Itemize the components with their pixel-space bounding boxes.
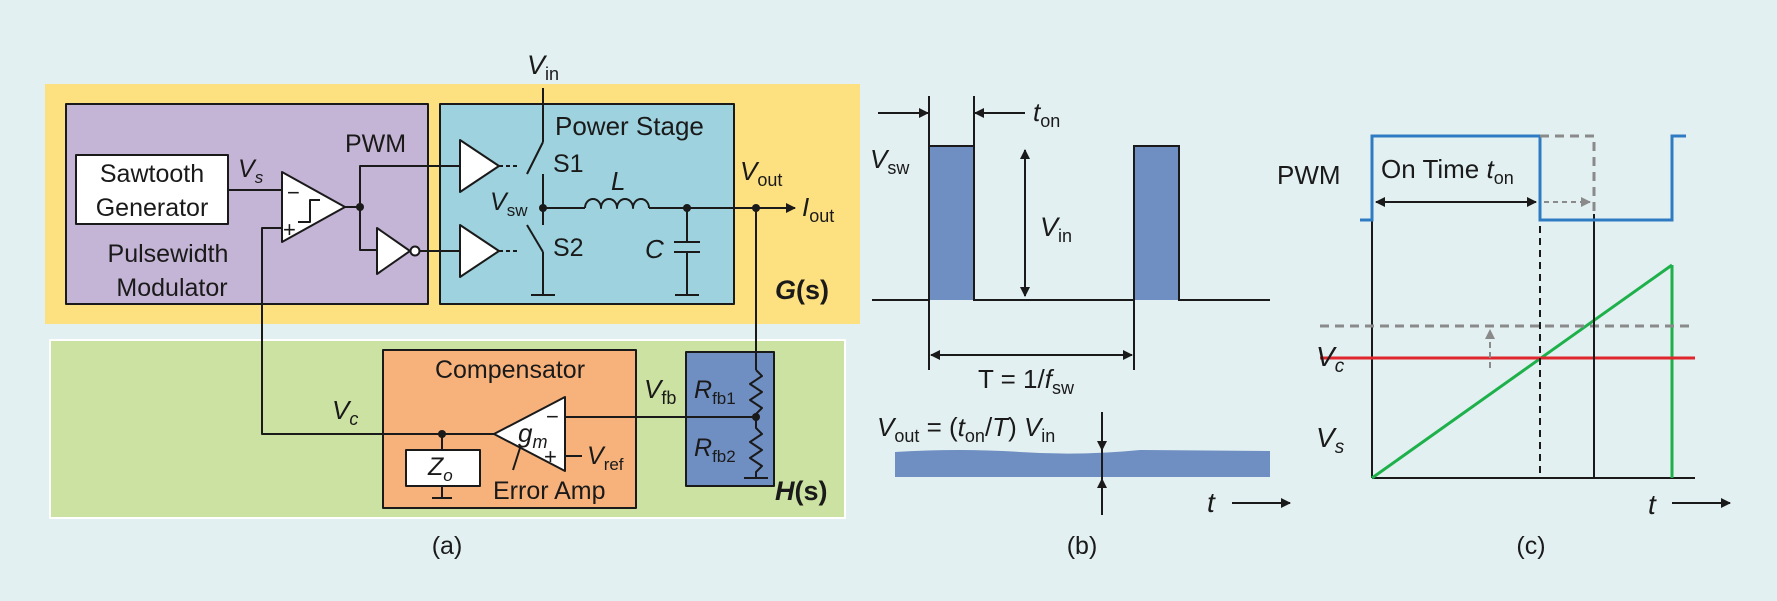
rfb2-label: Rfb2 — [694, 434, 736, 466]
on-time-label: On Time ton — [1381, 154, 1514, 188]
pwm-label: PWM — [345, 130, 406, 158]
error-amp-label: Error Amp — [493, 477, 606, 505]
zo-label: Zo — [427, 453, 453, 485]
caption-b: (b) — [1067, 532, 1098, 560]
vsw-waveform — [872, 145, 1270, 301]
error-amp — [493, 396, 566, 472]
t-axis-label-b: t — [1207, 487, 1216, 518]
compensator-title: Compensator — [435, 356, 585, 384]
ton-label-b: ton — [1033, 97, 1060, 131]
pwm-label-c: PWM — [1277, 160, 1341, 190]
vsw-label-a: Vsw — [490, 188, 528, 220]
s1-label: S1 — [553, 150, 584, 178]
comparator-plus: + — [283, 217, 296, 242]
vs-ramp — [1371, 263, 1673, 480]
modulator-title-line1: Pulsewidth — [108, 240, 229, 268]
rfb1-label: Rfb1 — [694, 376, 736, 408]
driver-lower — [459, 224, 500, 278]
vc-label-a: Vc — [332, 395, 358, 429]
vsw-pulse-1 — [929, 146, 974, 300]
vc-label-c: Vc — [1316, 341, 1345, 377]
panel-a: Sawtooth Generator Pulsewidth Modulator … — [45, 50, 860, 560]
vin-label-b: Vin — [1040, 212, 1072, 246]
inductor — [584, 198, 650, 209]
inverter — [376, 227, 411, 275]
driver-upper — [459, 139, 500, 193]
power-stage-block — [439, 103, 735, 305]
rfb2-resistor — [749, 418, 763, 478]
modulator-title-line2: Modulator — [116, 274, 227, 302]
iout-label: Iout — [802, 192, 834, 226]
vout-label-a: Vout — [740, 156, 782, 190]
comparator-minus: − — [287, 180, 300, 205]
vfb-label: Vfb — [644, 374, 676, 408]
sawtooth-line2: Generator — [96, 194, 209, 222]
t-axis-label-c: t — [1648, 489, 1657, 520]
caption-c: (c) — [1516, 532, 1545, 560]
erroramp-minus: − — [546, 404, 559, 429]
sawtooth-line1: Sawtooth — [100, 160, 204, 188]
power-stage-title: Power Stage — [555, 111, 704, 141]
vout-equation: Vout = (ton/T) Vin — [877, 412, 1055, 446]
caption-a: (a) — [432, 532, 463, 560]
rfb1-resistor — [749, 369, 763, 418]
vout-band — [895, 450, 1270, 477]
comparator — [281, 171, 346, 243]
vin-label: Vin — [527, 50, 559, 84]
g-block-label: G(s) — [775, 275, 829, 305]
erroramp-plus: + — [544, 444, 557, 469]
panel-b: ton Vsw Vin T = 1/fsw Vout = (ton/T) Vin… — [870, 96, 1291, 560]
vs-label-c: Vs — [1316, 422, 1345, 458]
h-block-label: H(s) — [775, 476, 828, 506]
capacitor-label: C — [645, 234, 664, 264]
gm-label: gm — [518, 418, 547, 452]
vs-label: Vs — [238, 155, 264, 187]
vsw-label-b: Vsw — [870, 144, 910, 178]
period-label: T = 1/fsw — [978, 364, 1075, 398]
s2-label: S2 — [553, 234, 584, 262]
inductor-label: L — [611, 166, 625, 196]
vref-label: Vref — [587, 442, 624, 474]
pwm-signal — [1360, 134, 1686, 222]
sawtooth-box — [75, 154, 229, 225]
panel-c: PWM On Time ton Vc Vs t (c) — [1277, 134, 1731, 560]
vsw-pulse-2 — [1134, 146, 1179, 300]
